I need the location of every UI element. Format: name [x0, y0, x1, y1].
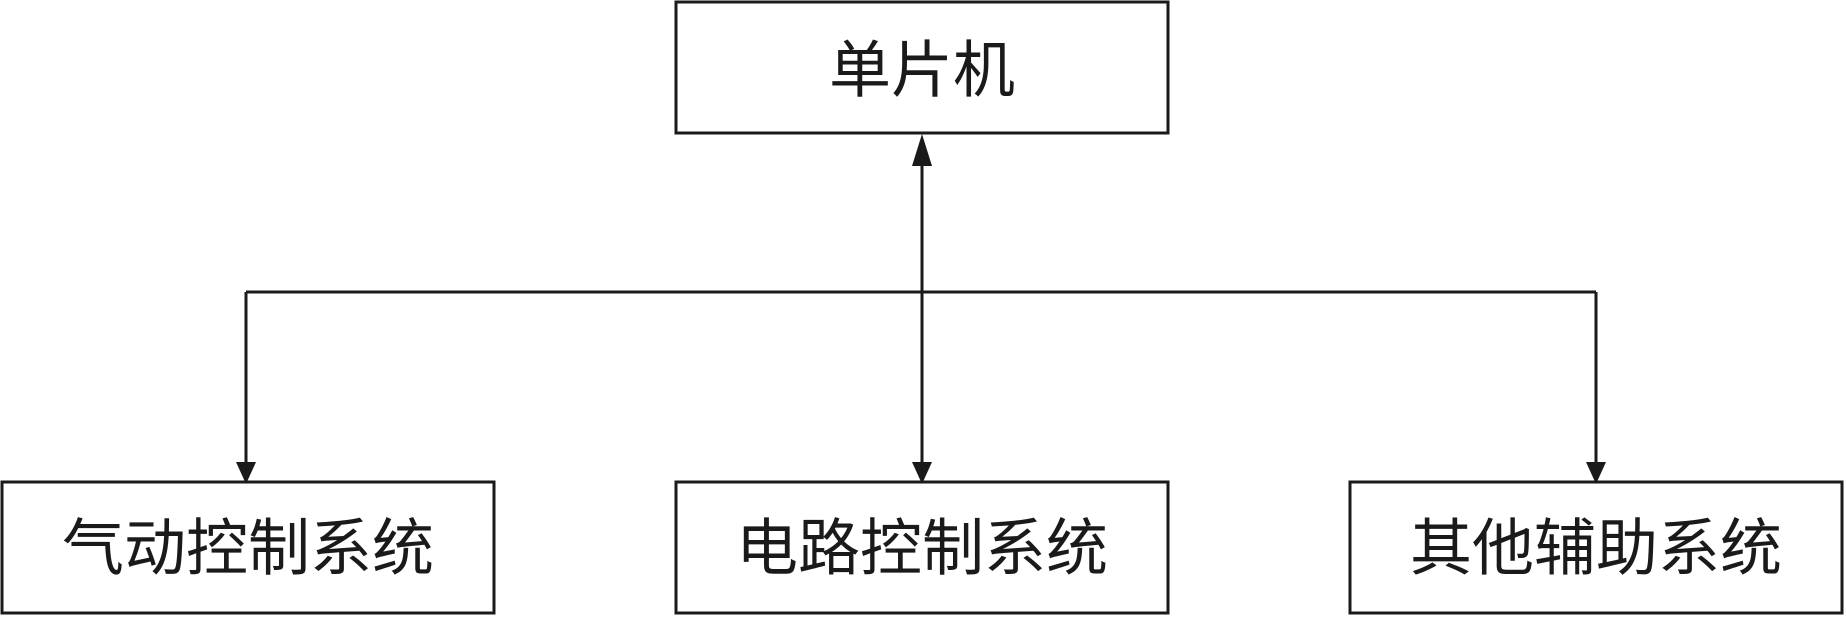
- arrowhead-down-auxiliary: [1586, 462, 1606, 484]
- child-label-circuit: 电路控制系统: [736, 512, 1108, 585]
- child-node-circuit: 电路控制系统: [674, 480, 1170, 615]
- child-label-pneumatic: 气动控制系统: [62, 512, 434, 585]
- arrowhead-down-pneumatic: [236, 462, 256, 484]
- connectors: [236, 134, 1606, 484]
- child-box-pneumatic: [0, 480, 496, 615]
- root-node: 单片机: [674, 0, 1170, 135]
- child-node-pneumatic: 气动控制系统: [0, 480, 496, 615]
- root-box: [674, 0, 1170, 135]
- child-node-auxiliary: 其他辅助系统: [1348, 480, 1844, 615]
- child-label-auxiliary: 其他辅助系统: [1410, 512, 1782, 585]
- arrowhead-down-circuit: [912, 462, 932, 484]
- child-box-auxiliary: [1348, 480, 1844, 615]
- arrowhead-up-root: [912, 134, 932, 166]
- root-label: 单片机: [829, 34, 1015, 107]
